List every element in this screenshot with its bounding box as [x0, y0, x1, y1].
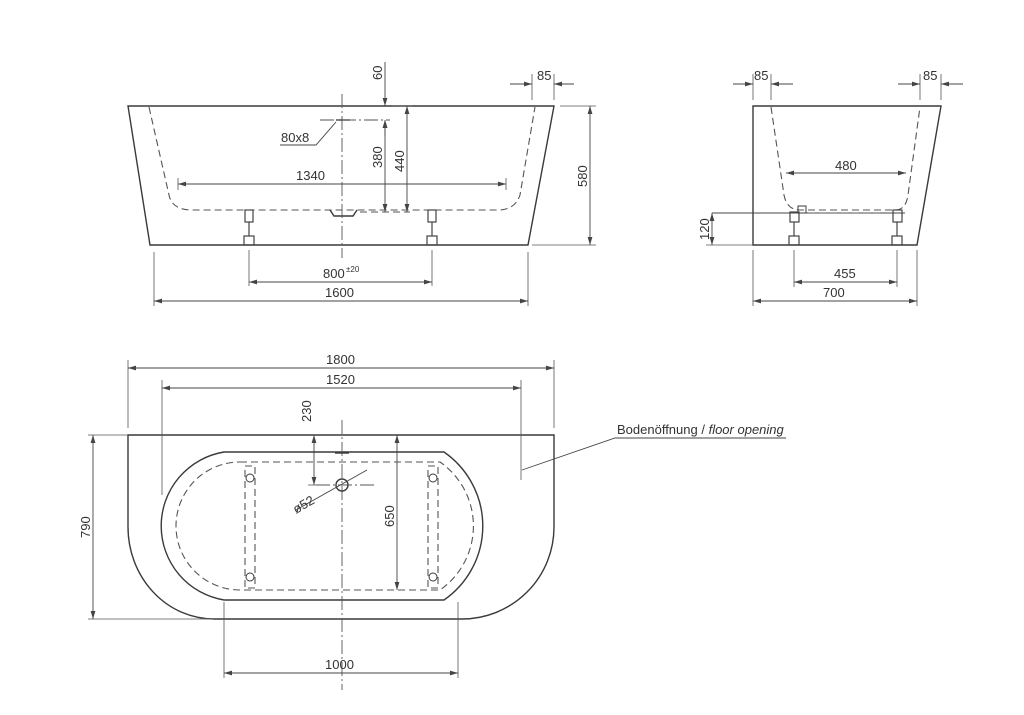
front-drain — [329, 209, 358, 217]
side-view-outline — [752, 105, 942, 246]
top-view-outline — [127, 434, 555, 620]
top-right-rail — [427, 465, 439, 589]
dim-top-overall-length: 1800 — [326, 352, 355, 367]
dim-top-drain-diameter: ø52 — [290, 492, 317, 516]
dim-side-overall-width: 700 — [823, 285, 845, 300]
top-view-rim — [160, 451, 484, 601]
dim-top-floor-width: 1000 — [325, 657, 354, 672]
dim-front-rim-top: 60 — [370, 66, 385, 80]
dim-side-rim-left: 85 — [754, 68, 768, 83]
front-left-foot — [243, 209, 255, 246]
top-view: 1800 1520 230 ø52 650 790 1000 Bodenöffn… — [78, 352, 786, 690]
top-view-inner-basin — [175, 461, 474, 591]
side-view-inner-basin — [770, 106, 921, 211]
dim-side-inner-width: 480 — [835, 158, 857, 173]
dim-front-inner-width: 1340 — [296, 168, 325, 183]
side-right-foot — [891, 209, 903, 246]
dim-front-overflow-a: 380 — [370, 146, 385, 168]
dim-front-rim-width: 85 — [537, 68, 551, 83]
top-left-rail — [244, 465, 256, 589]
dim-top-inner-width: 650 — [382, 505, 397, 527]
label-overflow-size: 80x8 — [281, 130, 309, 145]
dim-side-base-height: 120 — [697, 218, 712, 240]
dim-front-feet-spacing: 800 — [323, 266, 345, 281]
front-view: 1340 800 ±20 1600 580 85 60 380 440 — [127, 62, 596, 306]
dim-side-feet-spacing: 455 — [834, 266, 856, 281]
floor-opening-leader — [521, 437, 786, 471]
front-view-outline — [127, 105, 555, 246]
dim-top-drain-offset: 230 — [299, 400, 314, 422]
dim-front-overall-width: 1600 — [325, 285, 354, 300]
label-floor-opening: Bodenöffnung / floor opening — [617, 422, 785, 437]
dim-top-inner-length: 1520 — [326, 372, 355, 387]
dim-front-feet-tolerance: ±20 — [346, 265, 360, 274]
dim-front-height: 580 — [575, 165, 590, 187]
dim-top-overall-width: 790 — [78, 516, 93, 538]
dim-front-overflow-b: 440 — [392, 150, 407, 172]
side-view: 85 85 480 120 455 700 — [697, 68, 963, 306]
side-left-foot — [788, 211, 800, 246]
dim-side-rim-right: 85 — [923, 68, 937, 83]
front-right-foot — [426, 209, 438, 246]
